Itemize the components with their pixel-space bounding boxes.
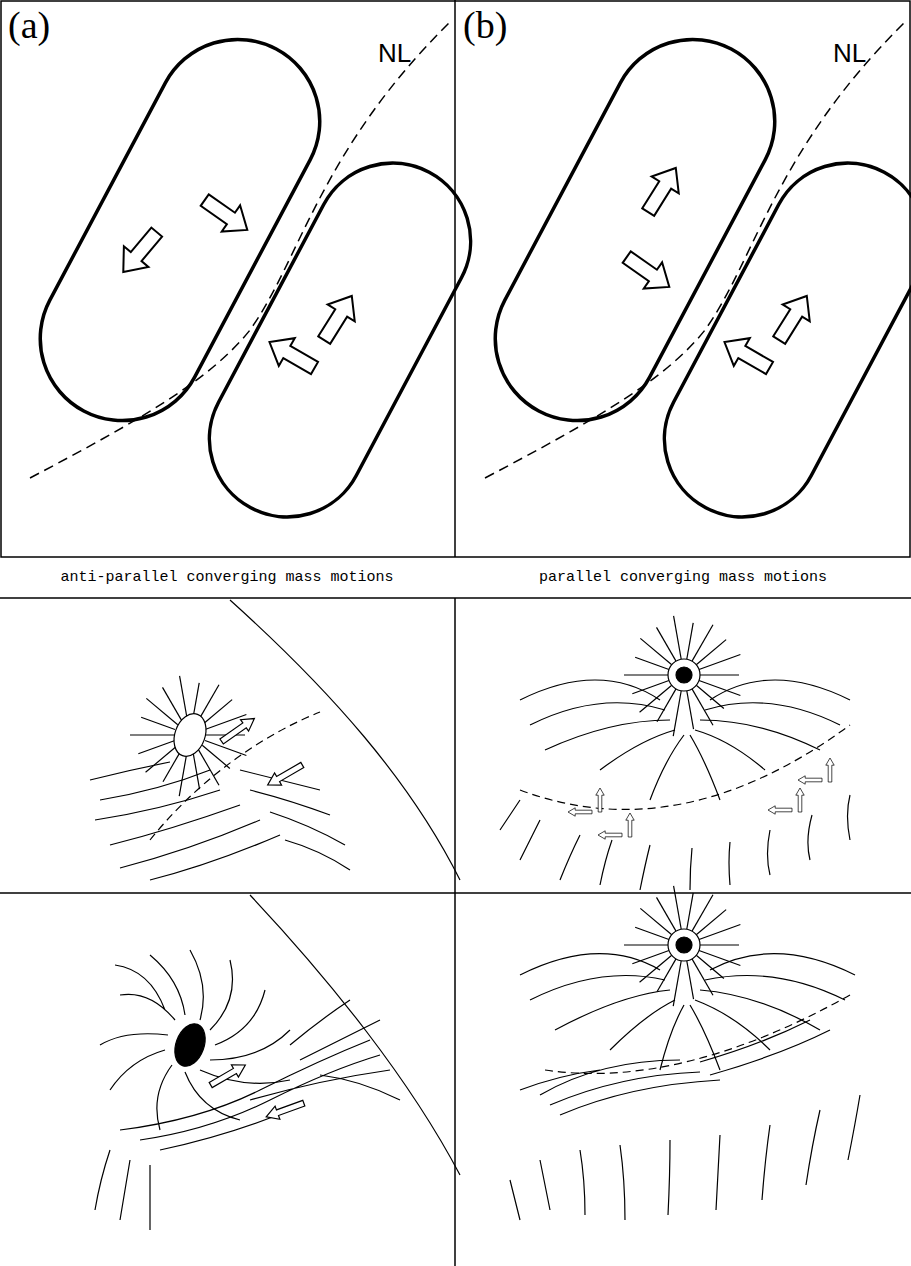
neutral-line-label: NL [833, 40, 866, 66]
panel-caption: anti-parallel converging mass motions [60, 570, 393, 585]
panel-caption: parallel converging mass motions [539, 570, 827, 585]
panel-letter: (b) [463, 6, 507, 44]
neutral-line-label: NL [378, 40, 411, 66]
panel-letter: (a) [8, 6, 50, 44]
